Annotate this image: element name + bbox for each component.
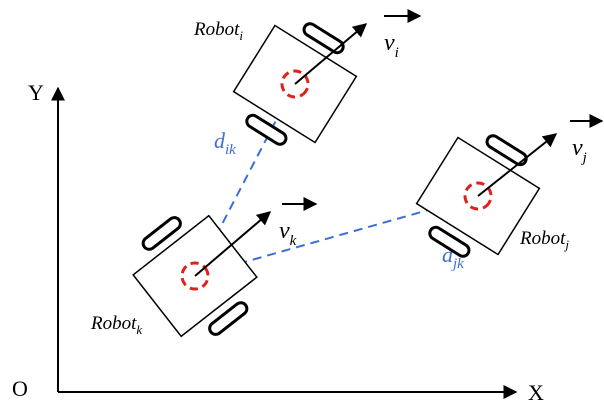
robot-j-wheel-left <box>485 134 528 167</box>
robot-i-center-marker <box>280 69 310 99</box>
robot-i-velocity-label: vi <box>384 30 399 61</box>
robot-k-velocity-arrow <box>194 211 272 277</box>
robot-k-name-label: Robotk <box>90 313 142 337</box>
robot-i-velocity-arrow <box>294 23 368 85</box>
y-axis-label: Y <box>28 80 44 105</box>
robot-j-velocity-arrow <box>477 133 558 197</box>
robot-j-name-label: Robotj <box>519 228 569 252</box>
robot-j-velocity-label: vj <box>572 135 587 166</box>
robot-j-wheel-right <box>428 225 471 258</box>
coordinate-axes: O Y X <box>12 80 544 405</box>
robot-k-wheel-right <box>208 301 249 336</box>
robot-j-center-marker <box>463 181 493 211</box>
robot-i-wheel-left <box>302 22 345 55</box>
distance-label-ik: dik <box>214 128 236 158</box>
robot-i-wheel-right <box>245 113 288 146</box>
robot-i <box>232 22 358 146</box>
robot-k-wheel-left <box>141 216 182 251</box>
x-axis-label: X <box>528 380 544 405</box>
robot-k <box>132 214 258 338</box>
robot-k-velocity-label: vk <box>279 218 297 249</box>
origin-label: O <box>12 376 28 401</box>
robot-i-name-label: Roboti <box>193 19 243 43</box>
